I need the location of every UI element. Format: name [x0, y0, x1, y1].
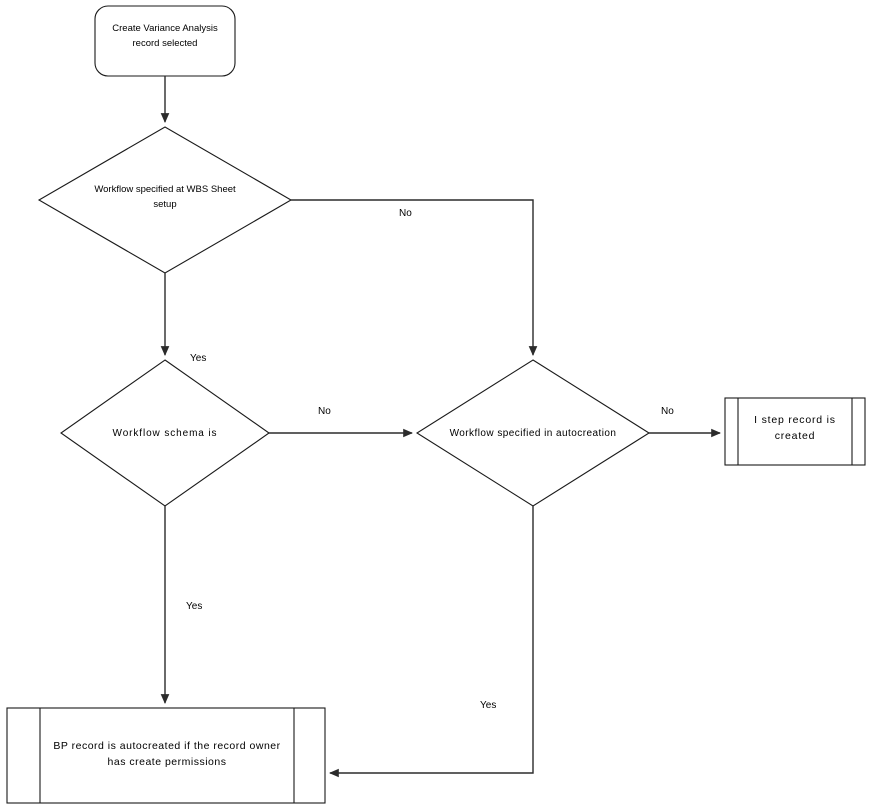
process-step-record-node[interactable]: [725, 398, 865, 465]
edge-label-wbs-yes: Yes: [190, 353, 207, 364]
edge-label-autocreation-no: No: [661, 406, 674, 417]
decision-schema-node[interactable]: [61, 360, 269, 506]
process-bp-record-node[interactable]: [7, 708, 325, 803]
decision-wbs-node[interactable]: [39, 127, 291, 273]
decision-autocreation-node[interactable]: [417, 360, 649, 506]
process-bp-record-shape[interactable]: [6, 707, 326, 804]
process-step-record-shape[interactable]: [724, 397, 866, 466]
edge-label-schema-yes: Yes: [186, 601, 203, 612]
edge-label-wbs-no: No: [399, 208, 412, 219]
start-node[interactable]: [95, 6, 235, 76]
edge-label-autocreation-yes: Yes: [480, 700, 497, 711]
edge-label-schema-no: No: [318, 406, 331, 417]
edge-autocreation-yes-to-bp-record: [329, 506, 534, 778]
edge-wbs-no-to-autocreation: [291, 199, 538, 356]
